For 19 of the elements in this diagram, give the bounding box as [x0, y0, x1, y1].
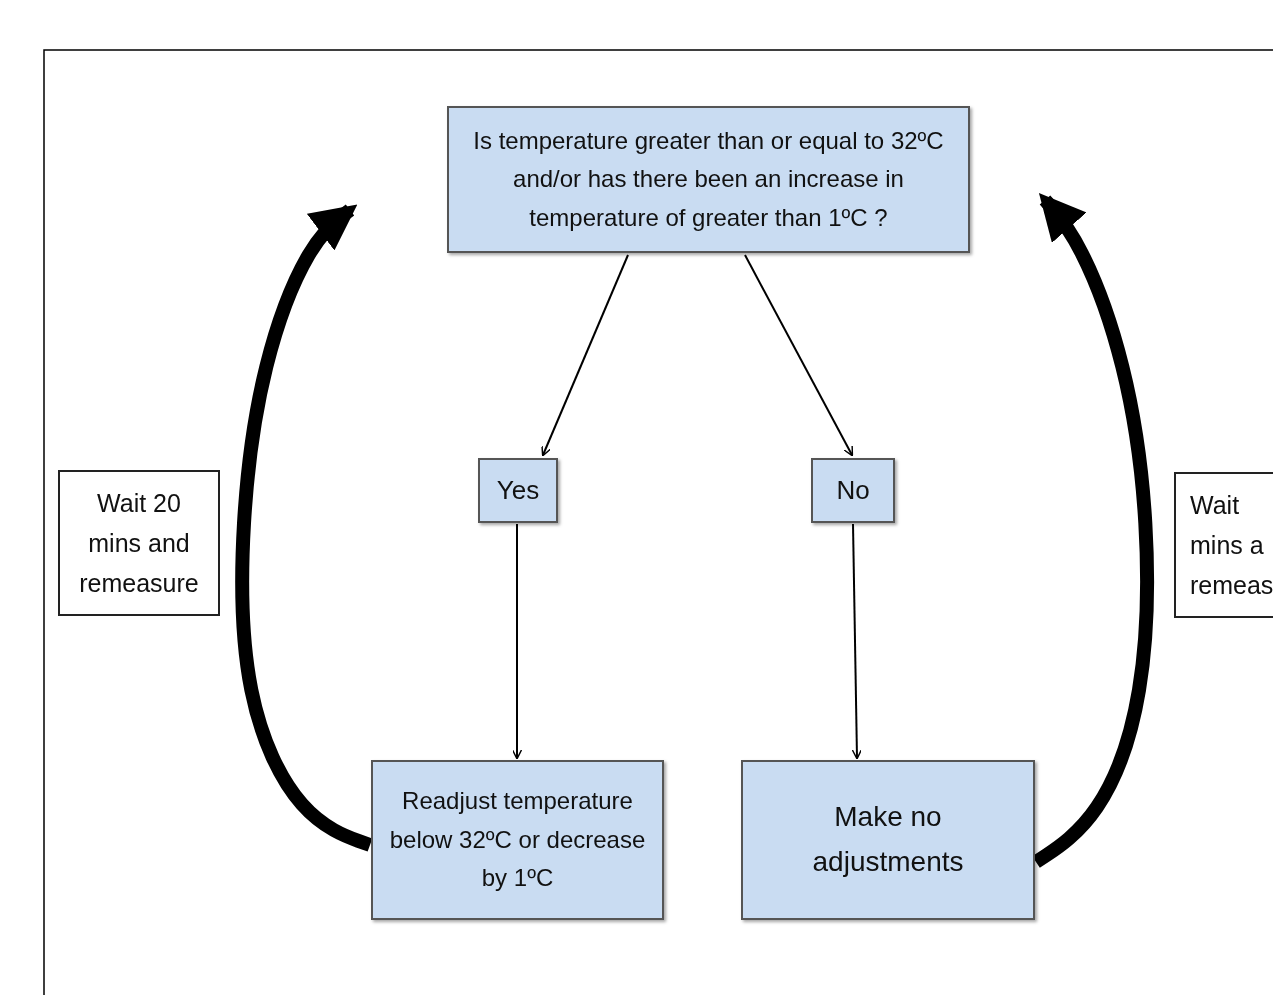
action-box [741, 760, 1035, 920]
arrow [744, 254, 854, 457]
node-text: No [836, 473, 870, 507]
arrow [541, 254, 629, 457]
answer-box [811, 458, 895, 523]
node-text: Readjust temperature below 32ºC or decrease by 1ºC [388, 786, 647, 894]
curved-arrow [235, 204, 373, 852]
node-text: Is temperature greater than or equal to 32ºC and/or has there been an increase in temperature of greater than 1ºC ? [472, 125, 945, 233]
note-box [1174, 472, 1273, 618]
node-text: Yes [496, 473, 540, 507]
node-text: Make no adjustments [811, 800, 965, 879]
node-text: Wait 20 mins and remeasure [78, 488, 200, 599]
arrow [851, 523, 863, 760]
decision-box [447, 106, 970, 253]
arrow [511, 523, 523, 760]
node-text: Wait mins a remeas [1190, 490, 1273, 601]
note-box [58, 470, 220, 616]
action-box [371, 760, 664, 920]
answer-box [478, 458, 558, 523]
